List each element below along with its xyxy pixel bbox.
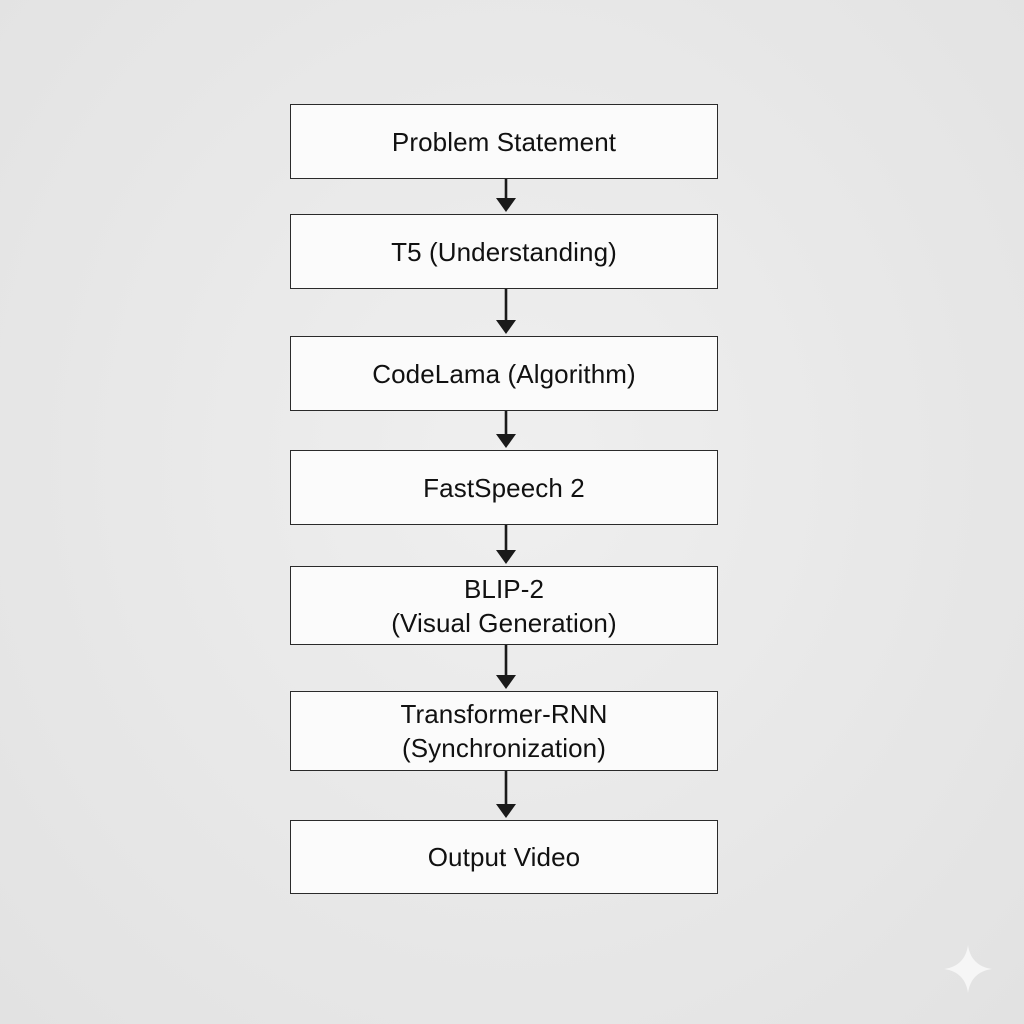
node-label: Output Video (427, 842, 581, 872)
node-label: T5 (Understanding) (391, 236, 617, 267)
node-label-line-2: (Visual Generation) (391, 607, 617, 638)
node-label: CodeLama (Algorithm) (372, 358, 636, 389)
node-label-line-2: (Synchronization) (401, 733, 606, 763)
arrow-down-icon (496, 525, 516, 564)
node-label: Problem Statement (391, 126, 617, 157)
node-codelama: CodeLama (Algorithm) (290, 336, 718, 411)
node-blip2: BLIP-2 (Visual Generation) (290, 566, 718, 645)
arrow-down-icon (496, 179, 516, 212)
node-label-line-1: Transformer-RNN (400, 699, 608, 729)
arrow-down-icon (496, 289, 516, 334)
node-label: FastSpeech 2 (423, 472, 585, 503)
node-label-line-1: BLIP-2 (463, 573, 545, 604)
node-problem-statement: Problem Statement (290, 104, 718, 179)
arrow-down-icon (496, 411, 516, 448)
node-t5: T5 (Understanding) (290, 214, 718, 289)
sparkle-icon (944, 945, 992, 993)
arrow-down-icon (496, 645, 516, 689)
node-output-video: Output Video (290, 820, 718, 894)
arrow-down-icon (496, 771, 516, 818)
node-fastspeech2: FastSpeech 2 (290, 450, 718, 525)
node-transformer-rnn: Transformer-RNN (Synchronization) (290, 691, 718, 771)
